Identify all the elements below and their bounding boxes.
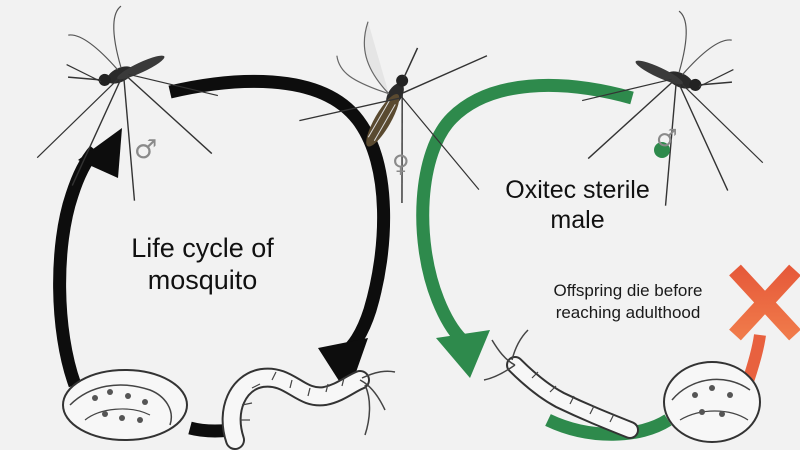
mosquito-icon xyxy=(36,5,219,201)
male-symbol-right: ♂ xyxy=(656,124,678,152)
female-symbol: ♀ xyxy=(392,150,410,178)
oxitec-cycle-title-line2: male xyxy=(550,206,605,234)
offspring-note-line2: reaching adulthood xyxy=(555,303,701,323)
cross-icon xyxy=(729,264,800,341)
mosquito-icon xyxy=(299,21,488,203)
natural-cycle-title-line1: Life cycle of xyxy=(131,233,274,263)
oxitec-cycle-title-line1: Oxitec sterile xyxy=(505,176,650,204)
male-symbol-left: ♂ xyxy=(134,135,157,165)
natural-cycle-title: Life cycle of mosquito xyxy=(95,232,310,297)
mosquito-icon xyxy=(581,10,764,206)
larva-icon xyxy=(221,367,396,450)
pupa-icon xyxy=(663,361,761,443)
oxitec-marker-dot xyxy=(654,142,670,158)
natural-cycle-arrow xyxy=(53,74,391,438)
larva-icon xyxy=(483,329,639,439)
oxitec-cycle-arrow xyxy=(416,78,766,441)
natural-cycle-title-line2: mosquito xyxy=(147,265,258,296)
offspring-note: Offspring die before reaching adulthood xyxy=(518,280,738,324)
egg-icon xyxy=(62,369,188,441)
offspring-note-line1: Offspring die before xyxy=(553,281,703,300)
oxitec-cycle-title: Oxitec sterile male xyxy=(505,175,650,235)
